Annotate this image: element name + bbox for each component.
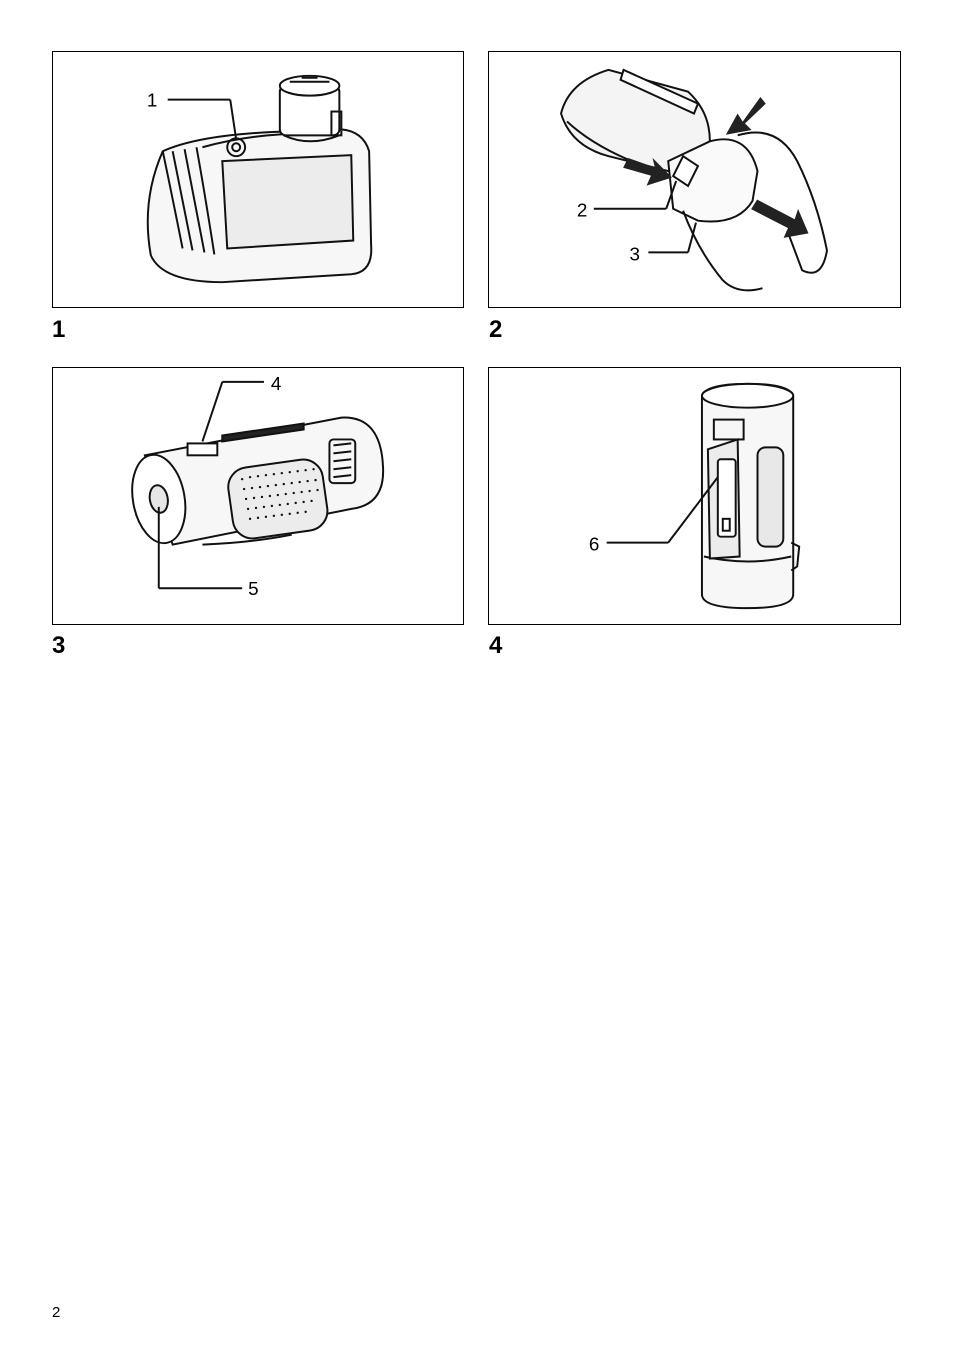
figure-2-number: 2 xyxy=(489,318,502,342)
callout-4: 4 xyxy=(271,373,281,394)
figure-4-number: 4 xyxy=(489,634,502,658)
page-number: 2 xyxy=(52,1304,60,1321)
callout-3: 3 xyxy=(630,243,640,264)
callout-6: 6 xyxy=(589,534,599,555)
figure-2-panel: 2 3 xyxy=(488,51,901,308)
figure-3-panel: 4 5 xyxy=(52,367,464,625)
charger-illustration: 1 xyxy=(53,52,463,307)
figure-1-panel: 1 xyxy=(52,51,464,308)
callout-5: 5 xyxy=(248,578,258,599)
battery-removal-illustration: 2 3 xyxy=(489,52,900,307)
radio-side-illustration: 4 5 xyxy=(53,368,463,624)
radio-back-illustration: 6 xyxy=(489,368,900,624)
callout-1: 1 xyxy=(147,90,157,111)
figure-1-number: 1 xyxy=(52,318,65,342)
figure-3-number: 3 xyxy=(52,634,65,658)
callout-2: 2 xyxy=(577,200,587,221)
figure-4-panel: 6 xyxy=(488,367,901,625)
